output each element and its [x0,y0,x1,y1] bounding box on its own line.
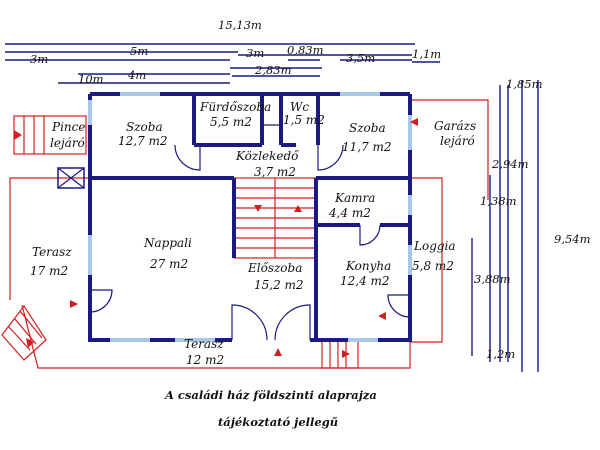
dim-15-13m: 15,13m [218,18,262,32]
dim-4m: 4m [127,68,146,82]
arrow-icon [410,118,418,126]
cellar-stairs [13,115,87,155]
room-name-szoba-2: Szoba [349,121,386,135]
room-area-terasz-bottom: 12 m2 [186,353,224,367]
room-name-terasz-bottom: Terasz [184,337,224,351]
doors [89,124,411,341]
dim-0-83m: 0,83m [287,43,324,57]
dim-5m: 5m [130,44,148,58]
room-name-nappali: Nappali [143,236,192,250]
room-name-loggia: Loggia [413,239,456,253]
dim-3m-a: 3m [30,52,48,66]
room-name-furdoszoba: Fürdőszoba [199,100,271,114]
room-name-terasz-left: Terasz [32,245,72,259]
room-name-kozlekedo: Közlekedő [235,149,299,163]
arrow-icon [14,130,22,140]
room-area-szoba-2: 11,7 m2 [342,140,392,154]
arrow-down-icon [254,205,262,212]
top-dimension-lines [5,43,440,84]
terrace-bottom-stairs [321,339,359,369]
arrow-icon [274,348,282,356]
label-pince: Pince [51,120,85,134]
room-area-konyha: 12,4 m2 [340,274,390,288]
caption-title: A családi ház földszinti alaprajza [164,388,377,402]
room-area-kamra: 4,4 m2 [328,206,371,220]
dim-3-88m: 3,88m [474,272,511,286]
caption-subtitle: tájékoztató jellegű [218,415,338,429]
dim-1-38m: 1,38m [480,194,517,208]
dim-1-1m: 1,1m [412,47,441,61]
dim-3-5m: 3,5m [346,51,375,65]
central-staircase [233,177,317,259]
room-name-konyha: Konyha [345,259,391,273]
terrace-left-stairs [1,304,47,361]
dim-2-83m: 2,83m [254,63,292,77]
room-name-eloszoba: Előszoba [247,261,302,275]
room-name-wc: Wc [290,100,309,114]
caption: A családi ház földszinti alaprajza tájék… [164,388,377,429]
arrow-icon [378,312,386,320]
arrow-up-icon [294,205,302,212]
room-area-eloszoba: 15,2 m2 [254,278,304,292]
room-area-terasz-left: 17 m2 [30,264,68,278]
arrow-icon [70,300,78,308]
label-pince-lejaro: lejáró [50,136,85,150]
dim-1-85m: 1,85m [506,77,543,91]
dim-10m: 10m [78,72,104,86]
arrow-icon [26,338,34,348]
chimney-box [57,167,85,189]
room-area-furdoszoba: 5,5 m2 [210,115,252,129]
entry-arrows [70,118,418,356]
room-labels: Szoba 12,7 m2 Fürdőszoba 5,5 m2 Wc 1,5 m… [30,100,476,367]
windows [88,92,412,342]
room-name-szoba-1: Szoba [126,120,163,134]
dim-3m-b: 3m [246,46,264,60]
label-garazs: Garázs [434,119,476,133]
arrow-icon [342,350,350,358]
label-garazs-lejaro: lejáró [440,134,475,148]
right-dimension-lines [471,80,539,372]
dim-2-94m: 2,94m [491,157,529,171]
dim-1-2m: 1,2m [486,347,515,361]
room-area-nappali: 27 m2 [149,257,188,271]
dimension-labels: 15,13m 3m 5m 3m 0,83m 3,5m 1,1m 2,83m 10… [30,18,591,361]
dim-9-54m: 9,54m [554,232,591,246]
room-area-loggia: 5,8 m2 [412,259,454,273]
room-name-kamra: Kamra [334,191,375,205]
room-area-kozlekedo: 3,7 m2 [254,165,296,179]
room-area-szoba-1: 12,7 m2 [118,134,168,148]
room-area-wc: 1,5 m2 [283,113,325,127]
